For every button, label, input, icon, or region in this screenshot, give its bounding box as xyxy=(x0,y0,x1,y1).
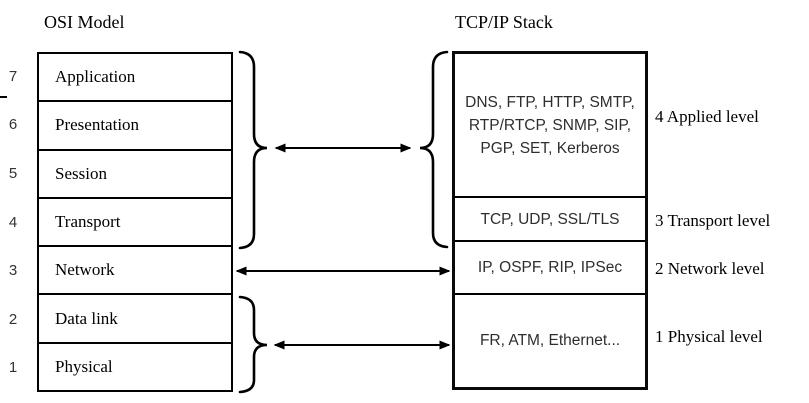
brace-tcpip-upper-levels xyxy=(419,50,449,249)
osi-layer-row-transport: Transport xyxy=(39,199,231,248)
tcpip-row-applied-protocols: DNS, FTP, HTTP, SMTP, RTP/RTCP, SNMP, SI… xyxy=(455,54,645,199)
brace-osi-lower-layers xyxy=(238,295,268,394)
osi-layer-row-physical: Physical xyxy=(55,356,113,376)
tcpip-row-transport-protocols: TCP, UDP, SSL/TLS xyxy=(455,198,645,242)
osi-layer-row-application: Application xyxy=(39,54,231,103)
tcpip-row-network-protocols: IP, OSPF, RIP, IPSec xyxy=(455,242,645,295)
level-label-transport: 3 Transport level xyxy=(655,211,771,230)
osi-model-title: OSI Model xyxy=(44,12,125,32)
left-edge-tick-line xyxy=(0,96,7,98)
osi-layer-number: 1 xyxy=(8,359,18,377)
osi-layer-number: 3 xyxy=(8,262,18,280)
level-label-physical: 1 Physical level xyxy=(655,327,763,346)
brace-osi-upper-layers xyxy=(238,50,268,250)
osi-layer-number: 7 xyxy=(8,67,18,85)
osi-model-box: Application Presentation Session Transpo… xyxy=(37,52,233,392)
osi-layer-row-presentation: Presentation xyxy=(39,102,231,151)
level-label-applied: 4 Applied level xyxy=(655,107,759,126)
osi-layer-row-network: Network xyxy=(39,247,231,296)
tcpip-stack-title: TCP/IP Stack xyxy=(455,12,553,32)
tcpip-row-physical-protocols: FR, ATM, Ethernet... xyxy=(479,332,621,350)
osi-layer-number: 6 xyxy=(8,116,18,134)
osi-layer-numbers-column: 7 6 5 4 3 2 1 xyxy=(0,52,26,392)
level-label-network: 2 Network level xyxy=(655,259,765,278)
osi-layer-number: 2 xyxy=(8,310,18,328)
osi-layer-number: 4 xyxy=(8,213,18,231)
osi-layer-row-datalink: Data link xyxy=(39,295,231,344)
tcpip-stack-box: DNS, FTP, HTTP, SMTP, RTP/RTCP, SNMP, SI… xyxy=(452,51,648,390)
osi-layer-row-session: Session xyxy=(39,151,231,199)
osi-layer-number: 5 xyxy=(8,164,18,182)
